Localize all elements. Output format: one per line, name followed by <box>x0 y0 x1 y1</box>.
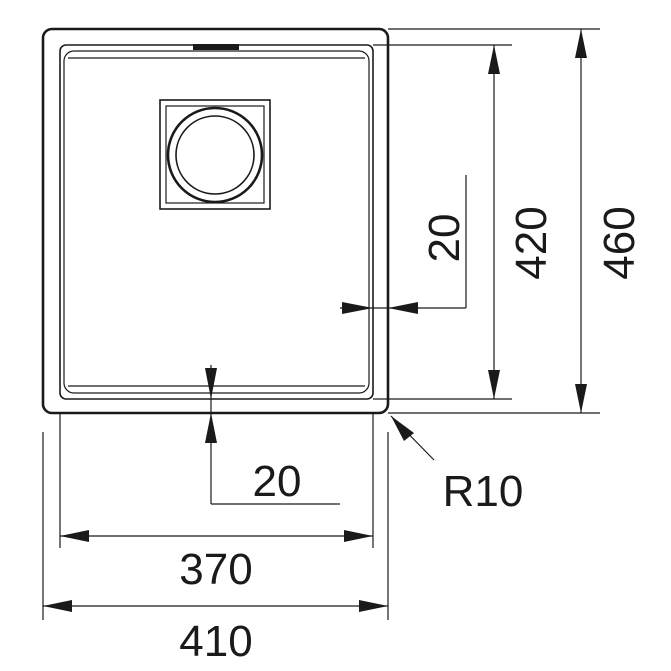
dim-420-arrow-top <box>488 45 500 74</box>
bowl-inner-edge <box>63 50 370 394</box>
dim-20-bottom-arrow-up <box>205 368 217 399</box>
dim-20-bottom-arrow-down <box>205 413 217 443</box>
bowl-rim <box>59 44 374 400</box>
dim-410-arrow-left <box>43 600 72 612</box>
outer-sink-outline <box>41 27 390 415</box>
drain-outer-ring <box>166 106 264 204</box>
dim-460-arrow-top <box>575 29 587 58</box>
radius-label: R10 <box>443 467 524 516</box>
dim-460-arrow-bottom <box>575 384 587 413</box>
dim-420-label: 420 <box>507 206 556 279</box>
drain-inner-ring <box>175 115 255 195</box>
dim-460-label: 460 <box>595 206 644 279</box>
dim-420-arrow-bottom <box>488 370 500 399</box>
dim-410-label: 410 <box>179 617 252 666</box>
dim-370-label: 370 <box>179 545 252 594</box>
dim-20-side-arrow-right <box>388 302 418 314</box>
overflow-slot <box>193 44 239 50</box>
dim-20-side-label: 20 <box>420 214 469 263</box>
dim-410-arrow-right <box>359 600 388 612</box>
radius-arrow <box>391 416 414 441</box>
drain-square <box>159 99 271 210</box>
dim-370-arrow-left <box>60 530 89 542</box>
dim-370-arrow-right <box>344 530 373 542</box>
dim-20-side-arrow-left <box>342 302 373 314</box>
dim-20-bottom-label: 20 <box>253 457 302 506</box>
